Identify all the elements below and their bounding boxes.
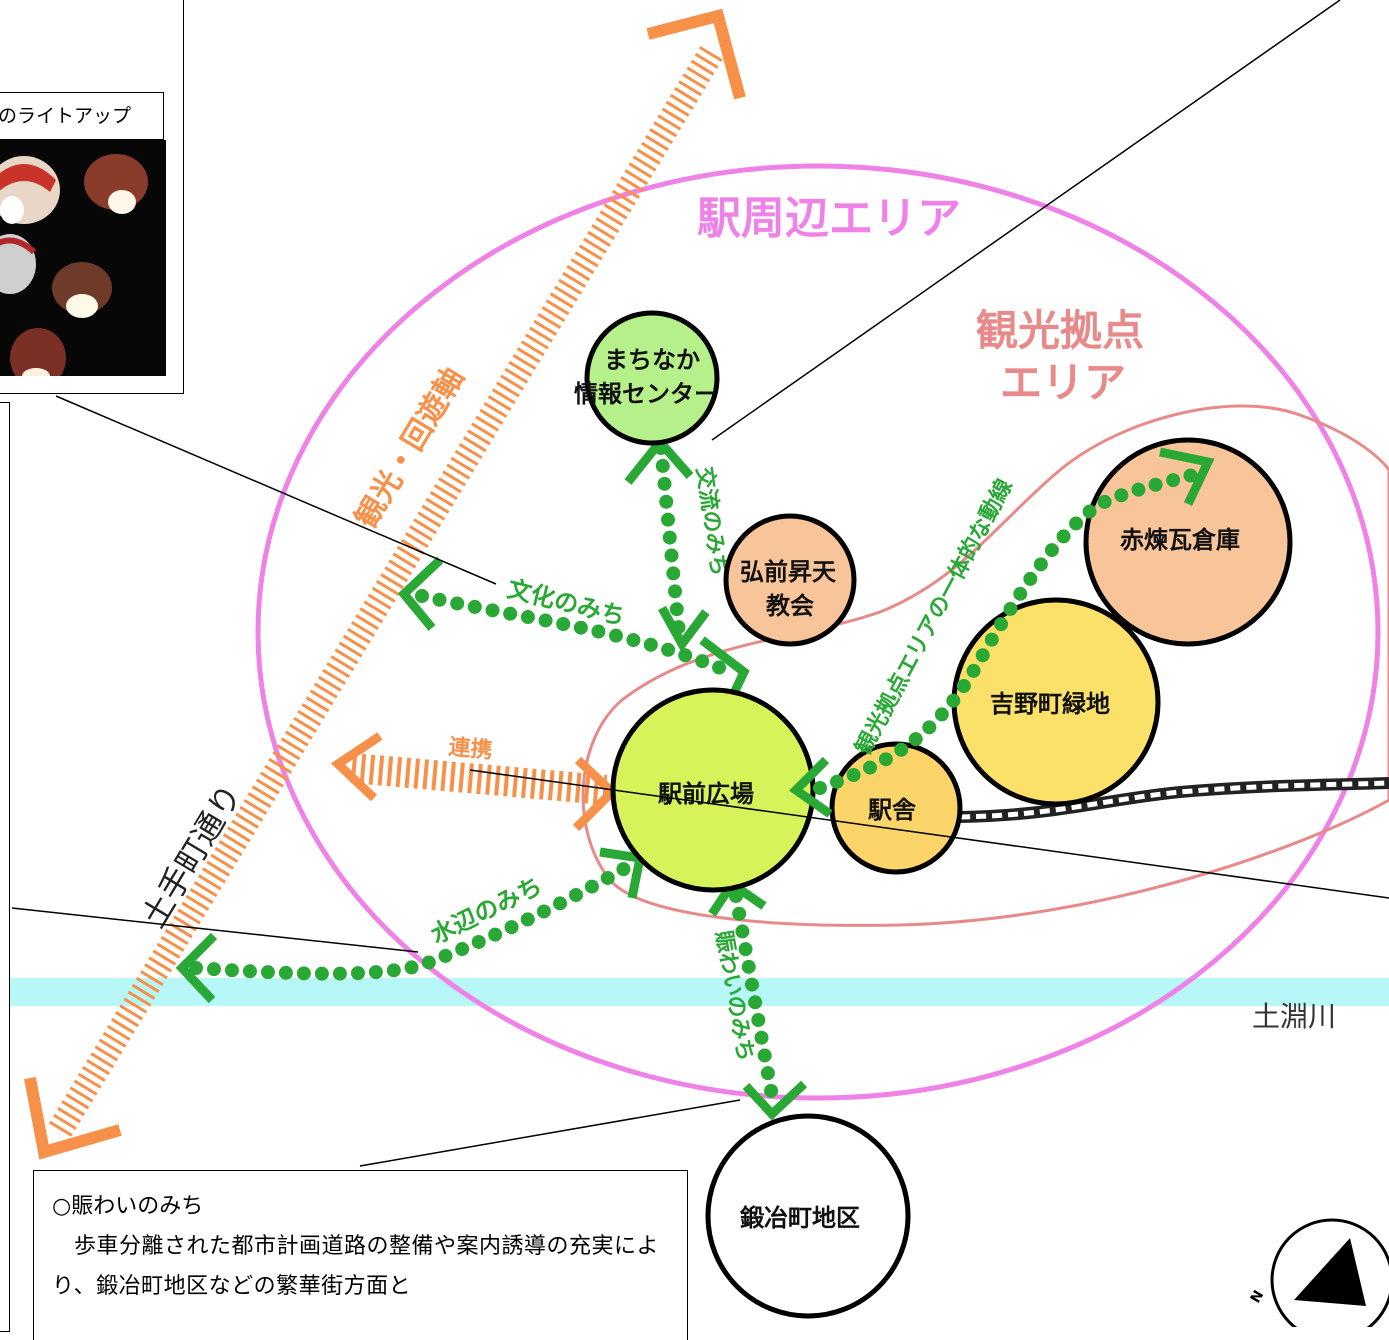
tourism-axis-arrow-top [646,8,746,100]
bustle-route-dots [729,889,779,1103]
street-label: 土手町通り [134,777,249,934]
leader-line-waterside [11,907,419,953]
waterside-route-dots [189,855,643,981]
station-area-label: 駅周辺エリア [697,193,961,244]
river-label: 土淵川 [1252,1000,1336,1033]
station-label: 駅舎 [868,796,917,824]
station-area-ellipse [255,163,1381,1101]
waterside-route-label: 水辺のみち [426,872,546,950]
church-label-1: 弘前昇天 [740,558,836,586]
cooperation-arrow-left [330,732,383,802]
integrated-route-dots [813,467,1203,795]
exchange-route-label: 交流のみち [691,465,732,578]
yoshino-label: 吉野町緑地 [990,690,1110,718]
tourism-axis-hatch [48,45,724,1137]
info-box-body: 歩車分離された都市計画道路の整備や案内誘導の充実により、鍛冶町地区などの繁華街方… [52,1234,660,1299]
integrated-arrow-right [1159,447,1215,506]
exchange-arrow-bottom [658,605,710,653]
leader-line-bustle [359,1099,741,1167]
leader-line-cooperation [469,769,1389,899]
leader-line-top-right [711,0,1341,441]
lightup-photo [0,140,166,376]
plaza-label: 駅前広場 [658,780,754,808]
info-center-label-2: 情報センター [574,380,718,408]
culture-arrow-left [397,556,444,631]
kajimachi-circle [705,1113,911,1319]
leader-line-photo [55,395,497,585]
tourism-area-label-2: エリア [1000,358,1126,407]
exchange-route-dots [654,441,687,649]
warehouse-label: 赤煉瓦倉庫 [1120,526,1240,554]
waterside-arrow-left [175,932,218,1004]
photo-callout: のライトアップ [0,0,184,394]
info-center-label-1: まちなか [604,346,700,374]
tourism-axis-label: 観光・回遊軸 [349,362,472,534]
left-callout-frame [0,402,10,1332]
church-circle [723,513,857,647]
tourism-area-label-1: 観光拠点 [976,306,1144,355]
bustle-arrow-bottom [742,1080,808,1121]
integrated-arrow-left [789,756,833,818]
bustle-route-info-box: ○賑わいのみち 歩車分離された都市計画道路の整備や案内誘導の充実により、鍛冶町地… [33,1170,688,1340]
photo-caption-text: のライトアップ [0,105,132,127]
tourism-area-outline [581,404,1389,927]
info-center-circle [584,310,720,446]
tourism-axis-arrow-bottom [24,1076,122,1160]
culture-route-dots [415,589,737,679]
photo-caption: のライトアップ [0,92,164,140]
railway-sleepers [959,780,1389,820]
cooperation-hatch [350,753,608,805]
info-box-title: ○賑わいのみち [52,1194,204,1219]
compass-label: N [1248,1288,1268,1306]
cooperation-label: 連携 [447,734,493,764]
river-band [8,978,1389,1006]
north-arrow-icon [1294,1238,1366,1306]
station-circle [829,741,963,875]
church-label-2: 教会 [766,592,814,620]
kajimachi-label: 鍛冶町地区 [740,1204,860,1232]
